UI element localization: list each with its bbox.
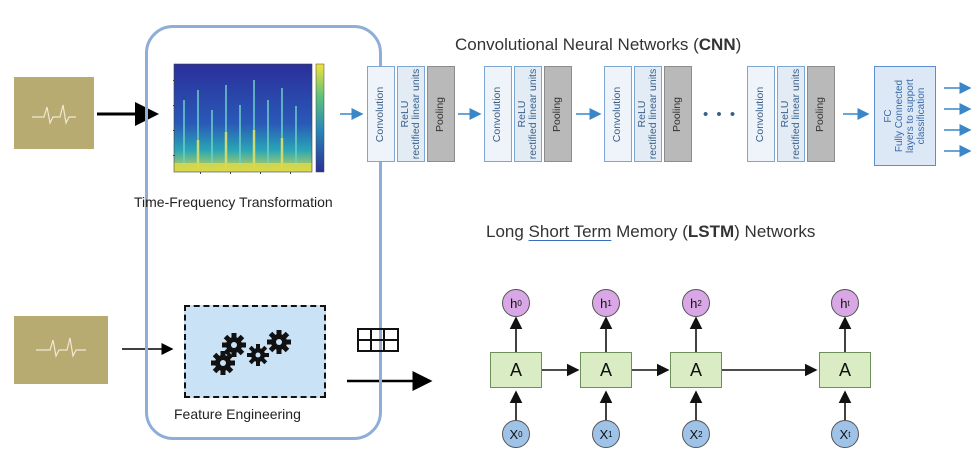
pool-layer-1: Pooling bbox=[427, 66, 455, 162]
ecg-signal-icon bbox=[36, 337, 86, 358]
node-subscript: t bbox=[847, 298, 850, 308]
lstm-cell-1: A bbox=[580, 352, 632, 388]
node-base: h bbox=[690, 295, 698, 311]
spectrogram bbox=[160, 60, 350, 188]
cnn-ellipsis: • • • bbox=[703, 106, 738, 123]
gears-icon bbox=[211, 330, 291, 375]
node-base: h bbox=[510, 295, 518, 311]
lstm-title-suffix: ) Networks bbox=[734, 222, 816, 241]
node-base: X bbox=[599, 426, 609, 442]
spectrogram-plot bbox=[173, 63, 325, 174]
conv-layer-4: Convolution bbox=[747, 66, 775, 162]
lstm-title-part2: Memory ( bbox=[611, 222, 688, 241]
pool-layer-2: Pooling bbox=[544, 66, 572, 162]
node-base: h bbox=[840, 295, 848, 311]
lstm-title-bold: LSTM bbox=[687, 222, 735, 241]
feature-engineering-box bbox=[184, 305, 326, 398]
node-subscript: 1 bbox=[607, 298, 612, 308]
cnn-title-prefix: Convolutional Neural Networks ( bbox=[455, 35, 699, 54]
ecg-thumbnail-top bbox=[14, 77, 94, 149]
node-subscript: 0 bbox=[517, 298, 522, 308]
node-subscript: 1 bbox=[608, 429, 613, 439]
feature-engineering-label: Feature Engineering bbox=[174, 406, 301, 422]
node-subscript: t bbox=[848, 429, 851, 439]
cnn-title-bold: CNN bbox=[698, 35, 736, 54]
node-base: X bbox=[689, 426, 699, 442]
ecg-thumbnail-bottom bbox=[14, 316, 108, 384]
node-subscript: 2 bbox=[698, 429, 703, 439]
node-base: h bbox=[600, 295, 608, 311]
spectrogram-label: Time-Frequency Transformation bbox=[134, 194, 333, 210]
ecg-signal-icon bbox=[32, 104, 76, 125]
conv-layer-3: Convolution bbox=[604, 66, 632, 162]
highlight-frame bbox=[145, 25, 382, 440]
lstm-cell-2: A bbox=[670, 352, 722, 388]
node-subscript: 0 bbox=[518, 429, 523, 439]
node-base: X bbox=[839, 426, 849, 442]
lstm-title: Long Short Term Memory (LSTM) Networks bbox=[486, 222, 815, 242]
pool-layer-4: Pooling bbox=[807, 66, 835, 162]
lstm-cell-0: A bbox=[490, 352, 542, 388]
pool-layer-3: Pooling bbox=[664, 66, 692, 162]
fc-layer: FC Fully Connected layers to support cla… bbox=[874, 66, 936, 166]
table-grid-icon bbox=[357, 328, 399, 352]
conv-layer-1: Convolution bbox=[367, 66, 395, 162]
lstm-cell-t: A bbox=[819, 352, 871, 388]
cnn-title-suffix: ) bbox=[735, 35, 742, 54]
node-subscript: 2 bbox=[697, 298, 702, 308]
cnn-title: Convolutional Neural Networks (CNN) bbox=[455, 35, 741, 55]
lstm-title-part1: Long bbox=[486, 222, 529, 241]
conv-layer-2: Convolution bbox=[484, 66, 512, 162]
lstm-title-underlined: Short Term bbox=[528, 222, 612, 241]
node-base: X bbox=[509, 426, 519, 442]
